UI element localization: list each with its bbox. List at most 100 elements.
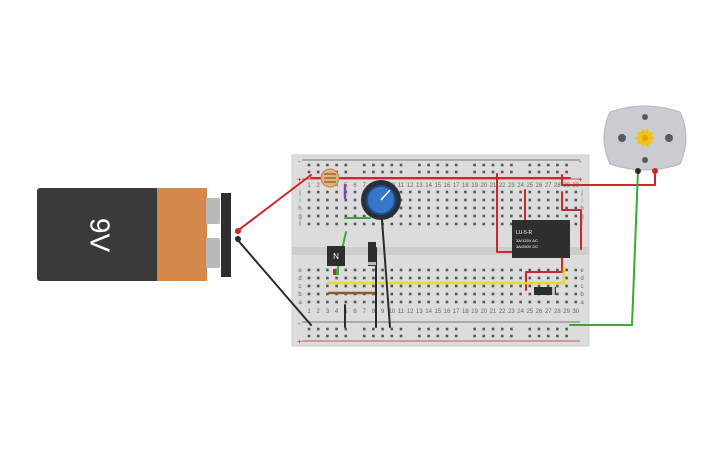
breadboard-hole [418,327,421,331]
breadboard-hole [408,190,412,194]
breadboard-hole [546,276,550,280]
breadboard-hole [335,300,338,304]
battery-cap [157,188,207,281]
breadboard-hole [307,334,311,338]
breadboard-hole [565,190,568,194]
motor-gear-icon [635,128,655,148]
wire-red-relay-4[interactable] [525,249,563,291]
breadboard-hole [574,190,578,194]
breadboard-hole [316,190,320,194]
breadboard-hole [565,268,568,272]
wire-battery-negative[interactable] [235,237,312,326]
breadboard-hole [528,170,532,174]
column-number: 24 [517,309,524,315]
breadboard-hole [464,276,467,280]
breadboard-hole [500,163,504,167]
breadboard-hole [344,214,348,218]
breadboard-hole [473,276,476,280]
column-number: 27 [545,183,552,189]
breadboard-hole [427,300,430,304]
breadboard-hole [353,190,357,194]
potentiometer[interactable] [361,180,401,220]
battery-9v[interactable]: 9V [37,188,231,281]
breadboard-hole [556,284,559,288]
breadboard-hole [491,163,495,167]
column-number: 7 [363,183,367,189]
battery-terminal-pos-dot [235,228,241,234]
breadboard-hole [335,276,338,280]
breadboard-hole [510,300,513,304]
breadboard-hole [344,327,348,331]
photoresistor-track [324,173,336,183]
row-letter: a [298,300,302,306]
breadboard-hole [436,198,440,202]
wire-green-motor[interactable] [569,169,639,326]
wires [235,169,656,328]
column-number: 1 [307,183,311,189]
breadboard-hole [510,222,513,226]
wire-yellow[interactable] [326,266,566,285]
breadboard-hole [519,292,522,296]
breadboard-hole [565,163,568,167]
breadboard-hole [482,190,486,194]
wire-red-motor[interactable] [561,169,656,186]
breadboard-hole [335,222,338,226]
breadboard-hole [454,268,458,272]
breadboard-hole [500,327,504,331]
breadboard-hole [390,334,394,338]
breadboard-hole [565,327,568,331]
breadboard-hole [381,268,384,272]
row-letter: f [299,222,301,228]
wire-black-pot[interactable] [381,219,391,328]
breadboard-hole [556,214,559,218]
dc-motor[interactable] [603,105,687,174]
breadboard-hole [335,206,338,210]
breadboard-row-labels: jjiihhggffeeddccbbaa11223344556677889910… [298,183,584,315]
relay[interactable]: LU-5-R 3A/125V AC 3A/250V DC [512,220,570,258]
breadboard-hole [353,214,357,218]
column-number: 16 [444,309,451,315]
wire-battery-positive[interactable] [235,174,312,233]
breadboard-hole [537,163,541,167]
photoresistor[interactable] [320,168,340,188]
motor-hole-top [642,114,648,120]
rail-plus-label-bottom: + [297,337,302,346]
breadboard-hole [556,198,559,202]
column-number: 14 [425,309,432,315]
wire-red-relay-3[interactable] [561,191,582,250]
column-number: 17 [453,309,460,315]
breadboard-hole [482,198,486,202]
breadboard-hole [565,206,568,210]
breadboard-hole [362,334,366,338]
breadboard-hole [326,334,329,338]
breadboard-hole [344,170,348,174]
transistor-body [327,246,345,266]
breadboard-hole [546,214,550,218]
breadboard-hole [399,276,403,280]
breadboard-hole [473,284,476,288]
breadboard-hole [519,206,522,210]
breadboard-hole [537,327,541,331]
breadboard-hole [418,214,421,218]
breadboard-hole [537,190,541,194]
breadboard-hole [399,292,403,296]
row-letter: a [580,300,584,306]
transistor[interactable]: N [327,246,345,275]
diode-vertical[interactable] [368,242,376,266]
breadboard-hole [491,268,495,272]
breadboard-hole [556,300,559,304]
breadboard-hole [307,206,311,210]
breadboard-hole [491,334,495,338]
wire-red-relay-1[interactable] [496,173,515,253]
breadboard-hole [344,206,348,210]
diode-horizontal[interactable] [534,287,556,295]
breadboard-hole [464,190,467,194]
breadboard-hole [500,214,504,218]
breadboard-hole [335,327,338,331]
column-number: 22 [499,309,506,315]
breadboard-hole [362,284,366,288]
breadboard-hole [445,198,449,202]
breadboard-hole [316,214,320,218]
breadboard-hole [528,268,532,272]
